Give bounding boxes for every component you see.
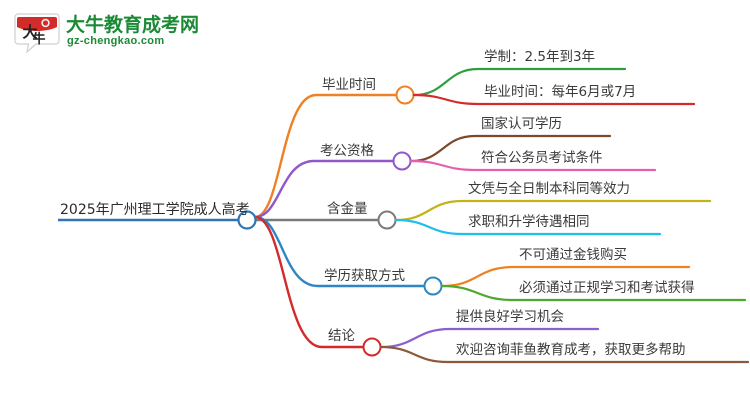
- leaf-connector-1-0: [409, 134, 612, 163]
- leaf-label-1-0[interactable]: 国家认可学历: [481, 116, 562, 132]
- branch-node-4: [362, 337, 382, 357]
- leaf-connector-4-1: [379, 345, 750, 364]
- leaf-connector-2-1: [394, 218, 662, 236]
- leaf-connector-3-1: [440, 284, 747, 302]
- leaf-connector-1-1: [409, 159, 657, 172]
- leaf-connector-2-0: [394, 199, 712, 222]
- logo-brand-url: gz-chengkao.com: [67, 35, 165, 47]
- leaf-label-3-1[interactable]: 必须通过正规学习和考试获得: [519, 280, 695, 296]
- logo-wordmark: 大牛教育成考网 gz-chengkao.com: [66, 10, 206, 54]
- leaf-label-3-0[interactable]: 不可通过金钱购买: [519, 247, 627, 263]
- leaf-connector-0-1: [412, 93, 696, 106]
- branch-connector-1: [253, 159, 395, 219]
- site-logo: 大 牛 大牛教育成考网 gz-chengkao.com: [14, 8, 204, 56]
- branch-connector-0: [253, 93, 398, 219]
- branch-label-0[interactable]: 毕业时间: [322, 77, 376, 93]
- branch-label-1[interactable]: 考公资格: [320, 143, 374, 159]
- svg-text:大: 大: [22, 23, 37, 41]
- leaf-label-2-0[interactable]: 文凭与全日制本科同等效力: [468, 181, 630, 197]
- branch-connector-4: [253, 215, 365, 349]
- root-node: [237, 210, 257, 230]
- root-label[interactable]: 2025年广州理工学院成人高考: [60, 202, 250, 218]
- branch-node-3: [423, 276, 443, 296]
- branch-node-1: [392, 151, 412, 171]
- leaf-label-0-1[interactable]: 毕业时间：每年6月或7月: [484, 84, 637, 100]
- leaf-connector-0-0: [412, 67, 627, 97]
- leaf-label-4-0[interactable]: 提供良好学习机会: [456, 309, 564, 325]
- leaf-label-0-0[interactable]: 学制：2.5年到3年: [484, 49, 596, 65]
- branch-label-4[interactable]: 结论: [328, 328, 355, 344]
- branch-node-2: [377, 210, 397, 230]
- leaf-connector-4-0: [379, 327, 600, 349]
- svg-text:牛: 牛: [32, 31, 45, 47]
- leaf-label-2-1[interactable]: 求职和升学待遇相同: [468, 214, 590, 230]
- branch-node-0: [395, 85, 415, 105]
- leaf-label-1-1[interactable]: 符合公务员考试条件: [481, 150, 603, 166]
- branch-label-2[interactable]: 含金量: [327, 201, 368, 217]
- leaf-connector-3-0: [440, 265, 691, 288]
- branch-label-3[interactable]: 学历获取方式: [324, 268, 405, 284]
- logo-brand-name: 大牛教育成考网: [66, 14, 200, 36]
- daniu-logo-icon: 大 牛: [14, 13, 60, 54]
- leaf-label-4-1[interactable]: 欢迎咨询菲鱼教育成考，获取更多帮助: [456, 342, 686, 358]
